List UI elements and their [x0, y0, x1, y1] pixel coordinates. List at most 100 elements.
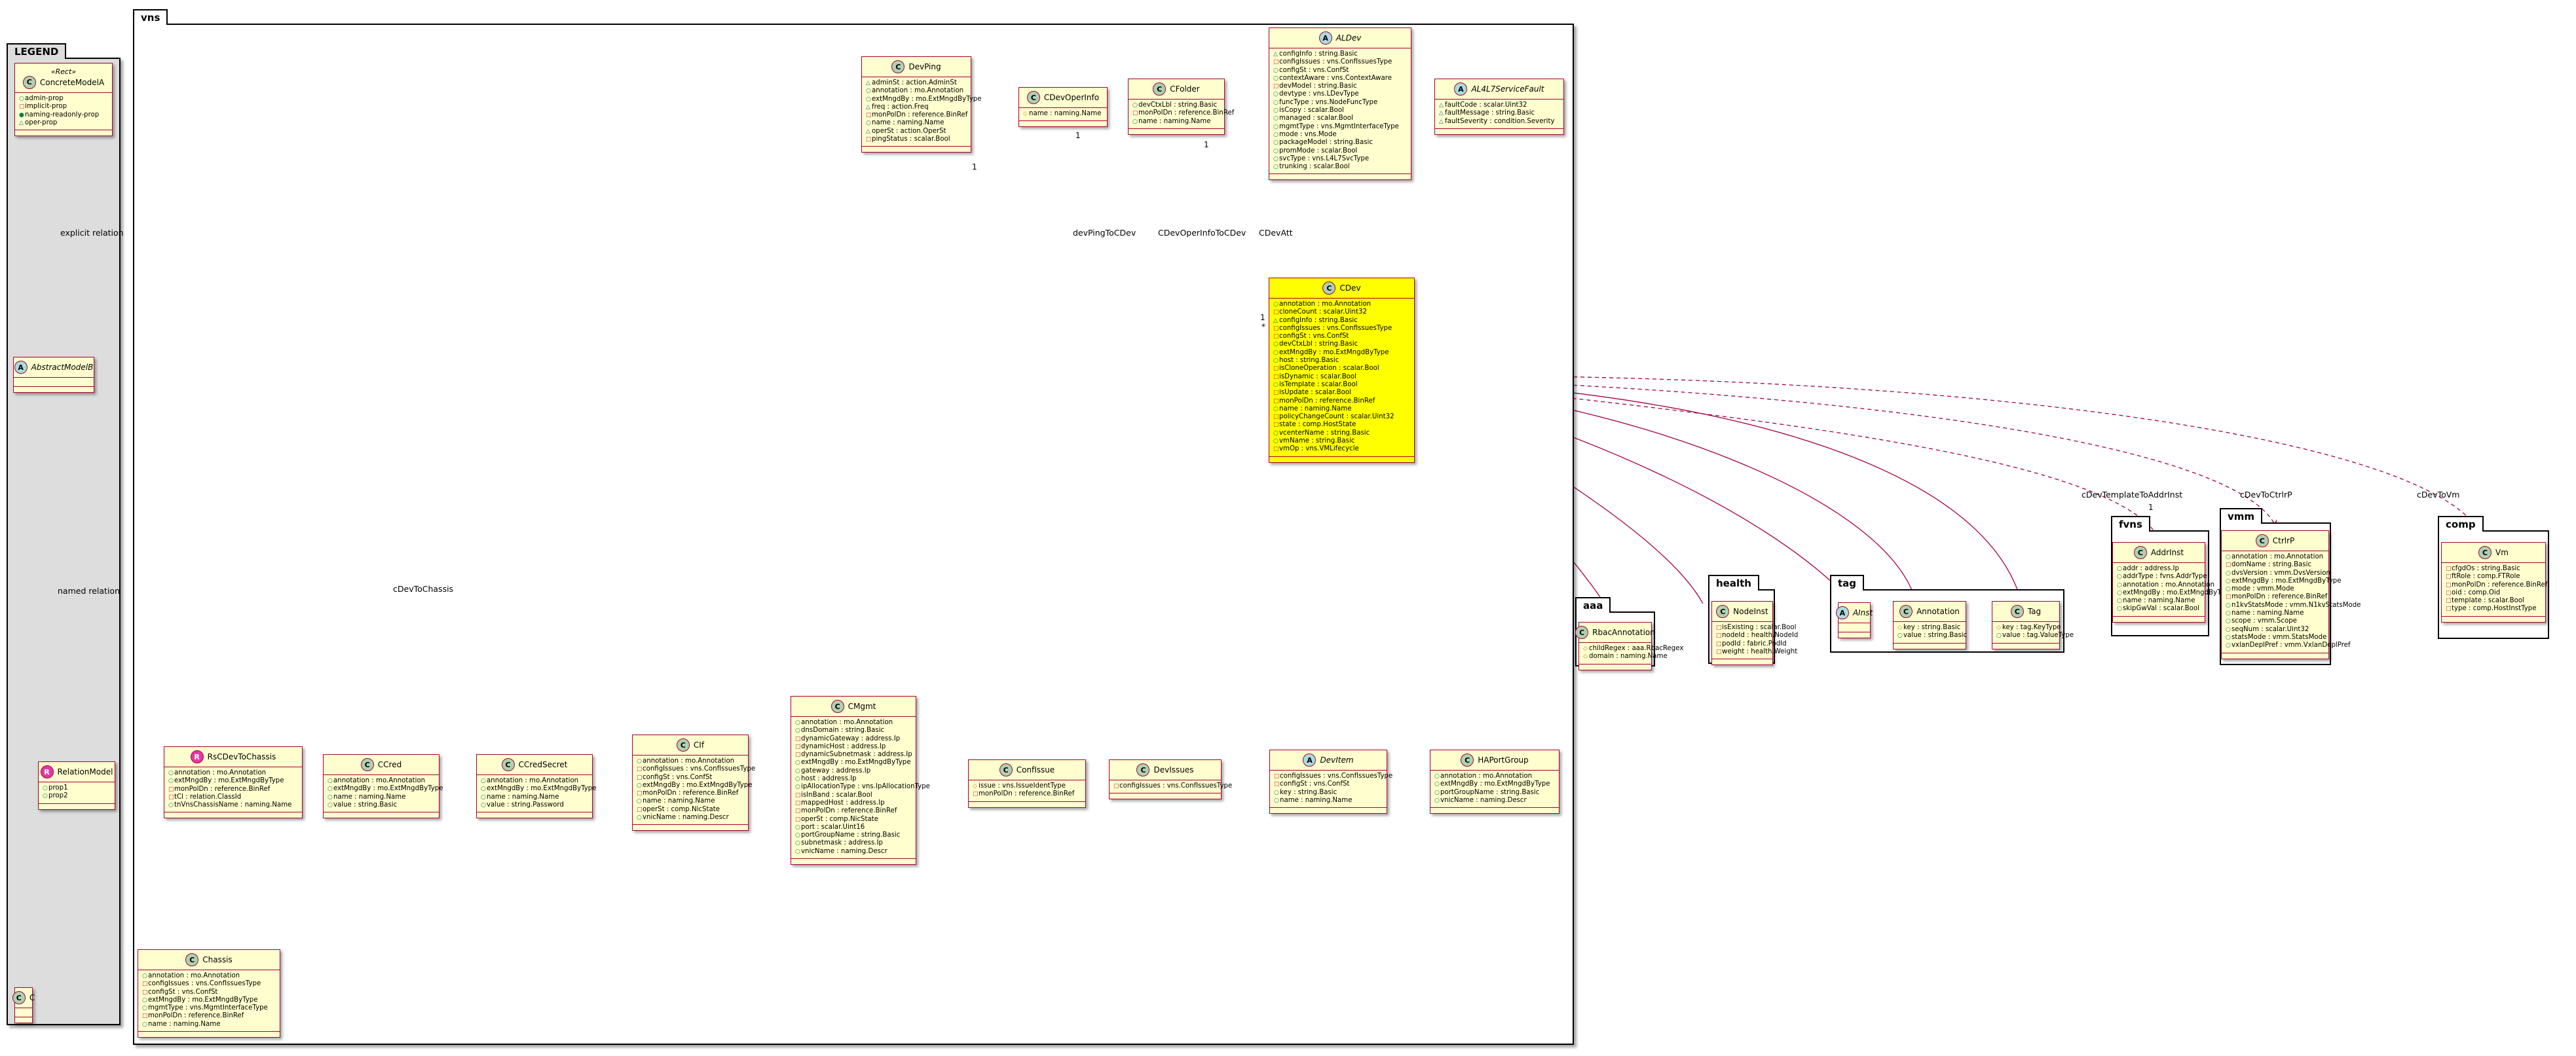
cdev-to-vm-label: cDevToVm: [2417, 490, 2460, 500]
visibility-icon: ○: [2117, 598, 2122, 605]
visibility-icon: □: [866, 136, 872, 143]
attribute-text: configSt : vns.ConfSt: [1279, 333, 1349, 340]
attribute-text: dynamicSubnetmask : address.Ip: [801, 751, 912, 759]
visibility-icon: ○: [1273, 341, 1279, 348]
attribute-dynamicgateway: □dynamicGateway : address.Ip: [795, 735, 913, 743]
attribute-name: ○name : naming.Name: [637, 797, 745, 805]
vm-class-attributes: □cfgdOs : string.Basic□ftRole : comp.FTR…: [2442, 563, 2548, 616]
visibility-icon: △: [866, 103, 870, 111]
cdevoperinfo-class-methods: [1019, 120, 1107, 126]
attribute-gateway: ○gateway : address.Ip: [795, 767, 913, 775]
visibility-icon: □: [795, 808, 801, 815]
attribute-text: tnVnsChassisName : naming.Name: [174, 801, 292, 809]
visibility-icon: □: [795, 799, 801, 807]
aaa-package-title: aaa: [1575, 597, 1611, 613]
abstract-class-icon: A: [1835, 606, 1849, 619]
visibility-icon: □: [1273, 325, 1279, 332]
visibility-icon: △: [1439, 118, 1444, 125]
visibility-icon: ○: [1273, 405, 1279, 412]
visibility-icon: ○: [2117, 574, 2122, 581]
concrete-model-a-class-name: ConcreteModelA: [39, 77, 105, 87]
attribute-text: oper-prop: [25, 118, 58, 126]
attribute-text: monPolDn : reference.BinRef: [872, 111, 968, 119]
attribute-ipallocationtype: ○ipAllocationType : vns.IpAllocationType: [795, 783, 930, 791]
visibility-icon: ○: [2226, 642, 2231, 649]
attribute-contextaware: ○contextAware : vns.ContextAware: [1273, 75, 1408, 82]
attribute-text: addrType : fvns.AddrType: [2123, 573, 2207, 581]
addrinst-class-attributes: ○addr : address.Ip○addrType : fvns.AddrT…: [2113, 563, 2233, 616]
attribute-name: ◇name : naming.Name: [1023, 110, 1104, 118]
attribute-text: statsMode : vmm.StatsMode: [2231, 633, 2327, 641]
attribute-faultseverity: △faultSeverity : condition.Severity: [1439, 118, 1561, 126]
visibility-icon: ◇: [973, 783, 977, 790]
attribute-text: monPolDn : reference.BinRef: [2452, 581, 2548, 589]
class-icon: C: [676, 738, 690, 752]
attribute-isinband: □isInBand : scalar.Bool: [795, 792, 913, 799]
attribute-text: name : naming.Name: [872, 119, 944, 127]
visibility-icon: ○: [795, 719, 800, 726]
visibility-icon: ○: [637, 798, 642, 805]
visibility-icon: ○: [866, 88, 871, 95]
class-icon: C: [1322, 282, 1336, 295]
cfolder-class-name: CFolder: [1170, 84, 1200, 94]
attribute-text: ftRole : comp.FTRole: [2452, 573, 2520, 581]
attribute-faultcode: △faultCode : scalar.Uint32: [1439, 101, 1561, 109]
visibility-icon: ○: [637, 758, 642, 765]
attribute-vnicname: ○vnicName : naming.Descr: [637, 814, 745, 822]
visibility-icon: □: [1273, 373, 1279, 380]
attribute-text: extMngdBy : mo.ExtMngdByType: [174, 777, 284, 785]
chassis-class-attributes: ○annotation : mo.Annotation□configIssues…: [138, 970, 280, 1031]
attribute-annotation: ○annotation : mo.Annotation: [1434, 773, 1556, 780]
visibility-icon: ○: [1273, 67, 1279, 74]
confissue-class-name: ConfIssue: [1016, 765, 1055, 774]
class-icon: C: [999, 763, 1013, 776]
al4l7servicefault-class-attributes: △faultCode : scalar.Uint32△faultMessage …: [1435, 100, 1563, 128]
cdev-class-attributes: ○annotation : mo.Annotation□cloneCount :…: [1269, 299, 1414, 456]
attribute-devtype: ○devtype : vns.LDevType: [1273, 90, 1408, 98]
attribute-monpoldn: □monPolDn : reference.BinRef: [1273, 397, 1411, 405]
tag-class-name: Tag: [2027, 607, 2042, 616]
attribute-text: value : string.Basic: [1903, 632, 1968, 640]
attribute-childregex: ◇childRegex : aaa.RbacRegex: [1583, 645, 1683, 653]
ctrlrp-class-name: CtrlrP: [2272, 536, 2295, 545]
visibility-icon: ○: [1273, 164, 1279, 171]
cdevoperinfo-class-name: CDevOperInfo: [1043, 93, 1100, 102]
attribute-text: devCtxLbl : string.Basic: [1279, 340, 1358, 348]
visibility-icon: □: [1273, 59, 1279, 66]
attribute-issue: ◇issue : vns.IssueIdentType: [973, 782, 1083, 790]
tag-package-title: tag: [1830, 575, 1865, 591]
attribute-text: vnicName : naming.Descr: [801, 847, 887, 855]
attribute-text: n1kvStatsMode : vmm.N1kvStatsMode: [2231, 601, 2361, 609]
attribute-name: ○name : naming.Name: [481, 793, 589, 801]
visibility-icon: ○: [1273, 139, 1279, 147]
attribute-text: configSt : vns.ConfSt: [1279, 66, 1349, 74]
